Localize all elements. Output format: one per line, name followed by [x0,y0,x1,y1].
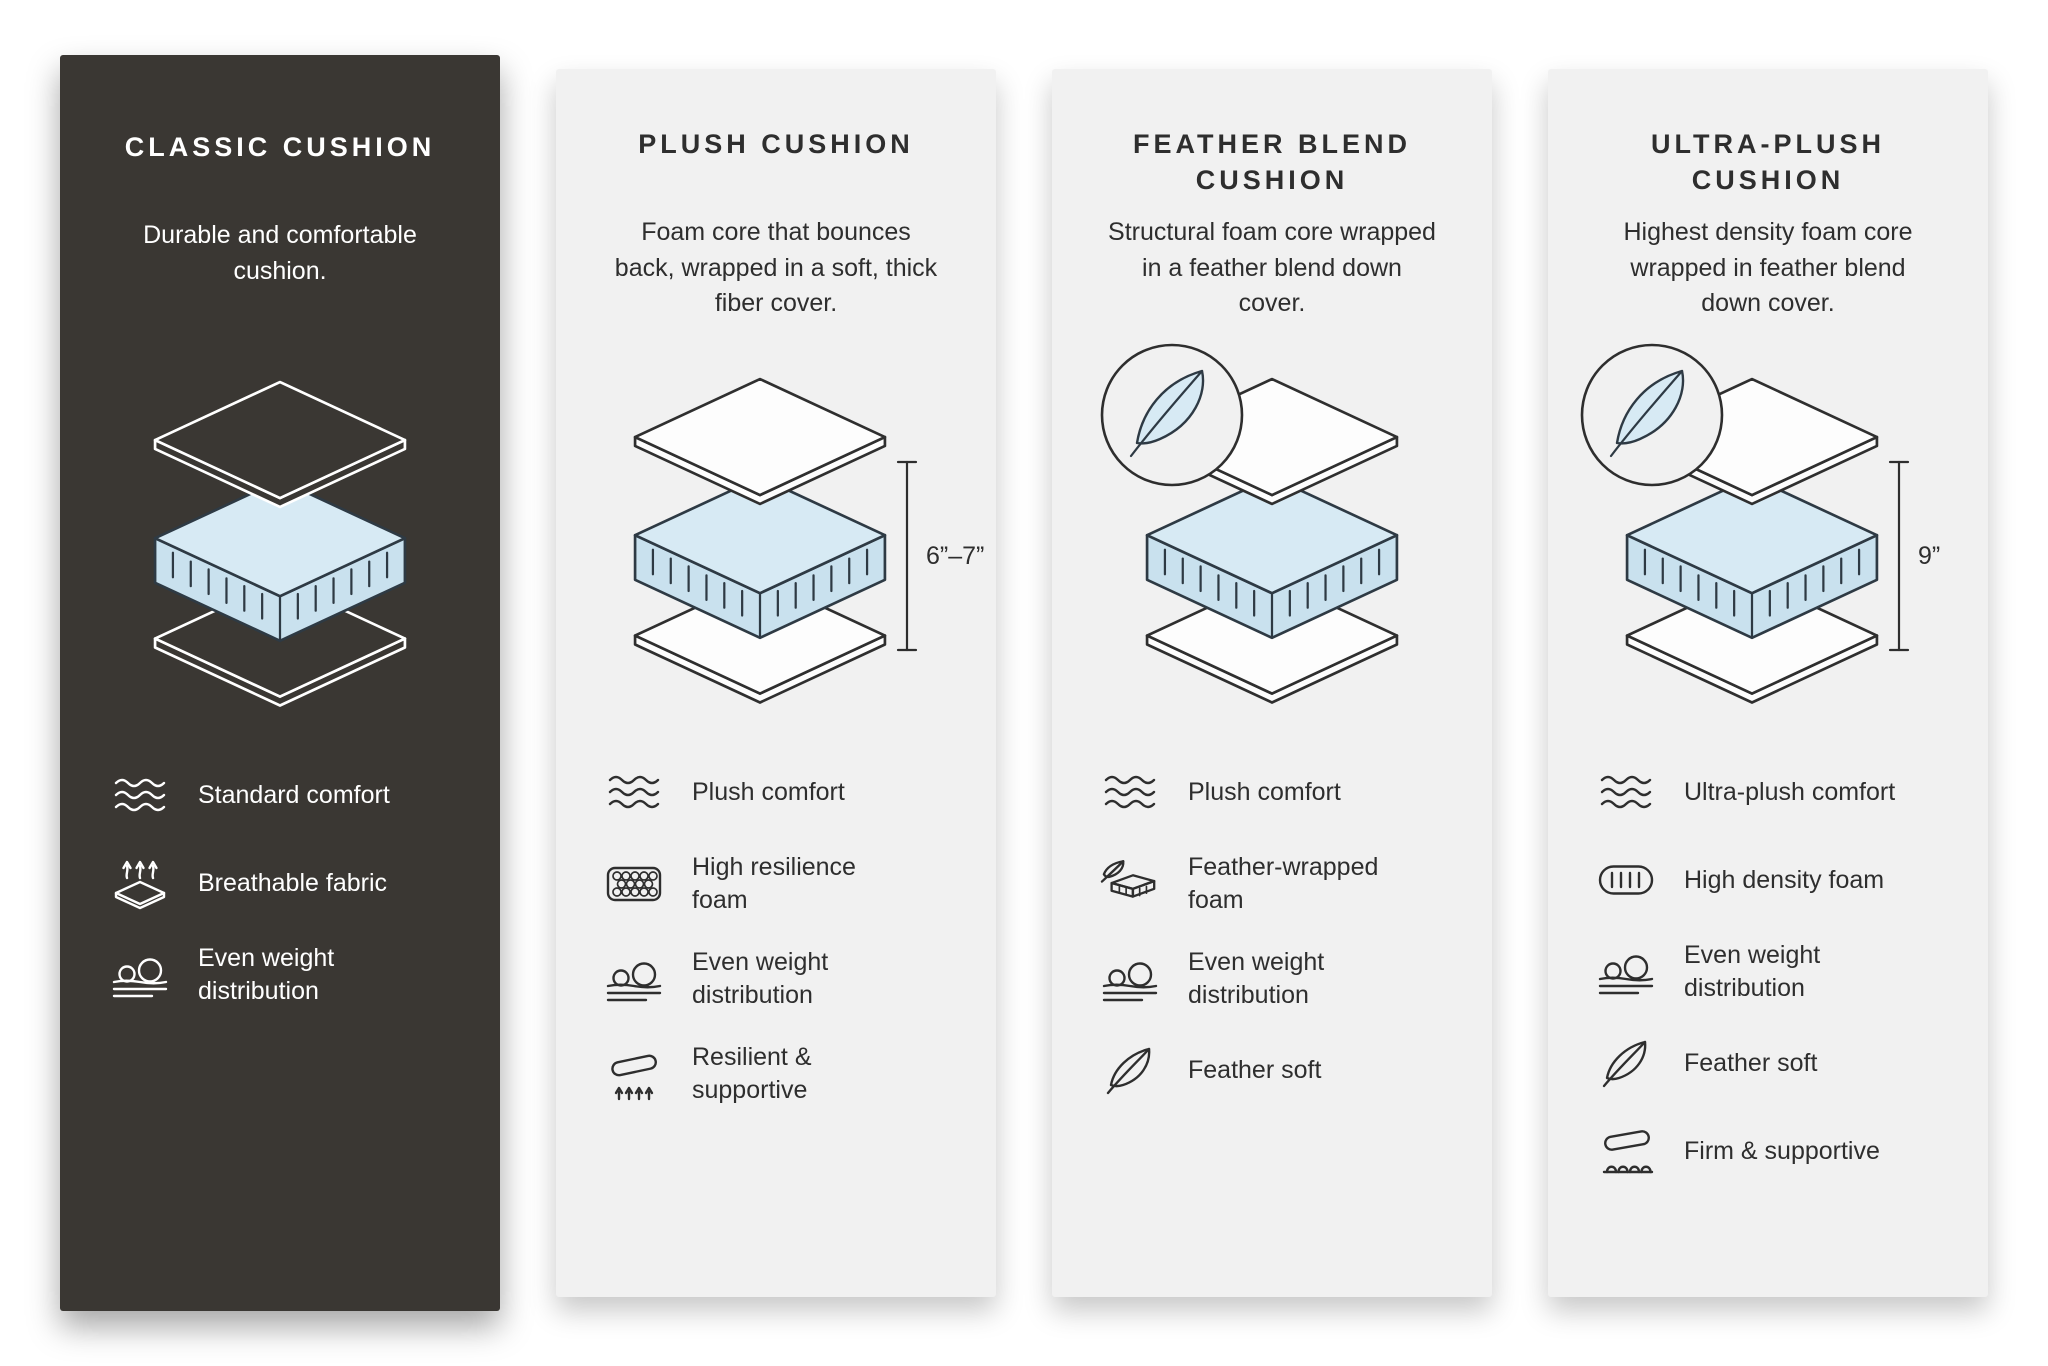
feature-item: Even weight distribution [1594,939,1948,1004]
diagram-slot: 9” [1580,337,1948,749]
feather-icon [1594,1034,1658,1092]
panel-ultra-plush: ULTRA-PLUSH CUSHION Highest density foam… [1548,69,1988,1297]
weight-icon [1098,950,1162,1008]
feature-item: Feather soft [1594,1034,1948,1092]
feature-label: Feather soft [1684,1048,1818,1077]
feature-list: Standard comfort Breathable fabric Even … [102,766,458,1007]
panel-classic: CLASSIC CUSHION Durable and comfortable … [60,55,500,1311]
feature-item: Resilient & supportive [602,1041,956,1106]
diagram-slot [102,340,458,752]
feature-label: High resilience foam [692,853,856,914]
feature-list: Ultra-plush comfort High density foam Ev… [1588,763,1948,1180]
waves-icon [1098,763,1162,821]
resilient-icon [602,1045,666,1103]
height-measurement-label: 9” [1918,541,1941,570]
feature-label: Standard comfort [198,780,390,809]
diagram-slot: 6”–7” [596,337,984,749]
density-foam-icon [1594,851,1658,909]
panel-description: Highest density foam core wrapped in fea… [1623,218,1913,317]
panel-plush: PLUSH CUSHION Foam core that bounces bac… [556,69,996,1297]
feature-label: Even weight distribution [1188,948,1325,1009]
waves-icon [1594,763,1658,821]
feature-item: High resilience foam [602,851,956,916]
feature-item: Even weight distribution [108,942,458,1007]
foam-cells-icon [602,855,666,913]
feature-label: Firm & supportive [1684,1136,1880,1165]
panel-description: Foam core that bounces back, wrapped in … [614,218,938,317]
waves-icon [108,766,172,824]
feature-label: Even weight distribution [198,944,335,1005]
feature-item: Plush comfort [1098,763,1452,821]
cushion-layers-diagram [633,377,887,704]
cushion-diagram: 6”–7” [615,370,984,716]
feature-label: Feather-wrapped foam [1188,853,1379,914]
feature-label: Plush comfort [692,777,845,806]
diagram-slot [1092,337,1452,749]
feature-label: Feather soft [1188,1055,1322,1084]
breathable-icon [108,854,172,912]
panel-title: CLASSIC CUSHION [124,132,436,162]
height-bracket-icon [896,460,918,652]
feature-list: Plush comfort Feather-wrapped foam Even … [1092,763,1452,1099]
feature-label: Plush comfort [1188,777,1341,806]
firm-icon [1594,1122,1658,1180]
feature-label: Breathable fabric [198,868,388,897]
feature-item: Ultra-plush comfort [1594,763,1948,821]
feature-item: Even weight distribution [602,946,956,1011]
feature-item: Feather-wrapped foam [1098,851,1452,916]
height-measurement-label: 6”–7” [926,541,985,570]
feature-item: High density foam [1594,851,1948,909]
weight-icon [108,946,172,1004]
panel-title: PLUSH CUSHION [638,129,914,159]
feature-item: Feather soft [1098,1041,1452,1099]
waves-icon [602,763,666,821]
feather-badge-icon [1580,343,1724,487]
feature-label: Even weight distribution [692,948,829,1009]
feature-label: Even weight distribution [1684,941,1821,1002]
cushion-diagram [135,373,425,719]
weight-icon [602,950,666,1008]
feature-label: Resilient & supportive [692,1043,812,1104]
feather-badge-icon [1100,343,1244,487]
feature-label: High density foam [1684,865,1885,894]
feature-item: Standard comfort [108,766,458,824]
feature-item: Firm & supportive [1594,1122,1948,1180]
feather-foam-icon [1098,855,1162,913]
panel-feather-blend: FEATHER BLEND CUSHION Structural foam co… [1052,69,1492,1297]
feature-item: Plush comfort [602,763,956,821]
height-bracket-icon [1888,460,1910,652]
feather-icon [1098,1041,1162,1099]
height-measurement: 9” [1887,458,1940,654]
weight-icon [1594,943,1658,1001]
cushion-diagram [1100,343,1417,716]
cushion-diagram: 9” [1580,343,1940,716]
cushion-layers-diagram [153,380,407,707]
feature-list: Plush comfort High resilience foam Even … [596,763,956,1106]
panel-description: Structural foam core wrapped in a feathe… [1108,218,1436,317]
feature-label: Ultra-plush comfort [1684,777,1896,806]
panel-description: Durable and comfortable cushion. [143,221,417,285]
feature-item: Even weight distribution [1098,946,1452,1011]
panel-title: FEATHER BLEND CUSHION [1133,129,1411,195]
height-measurement: 6”–7” [895,458,984,654]
panel-title: ULTRA-PLUSH CUSHION [1651,129,1885,195]
feature-item: Breathable fabric [108,854,458,912]
